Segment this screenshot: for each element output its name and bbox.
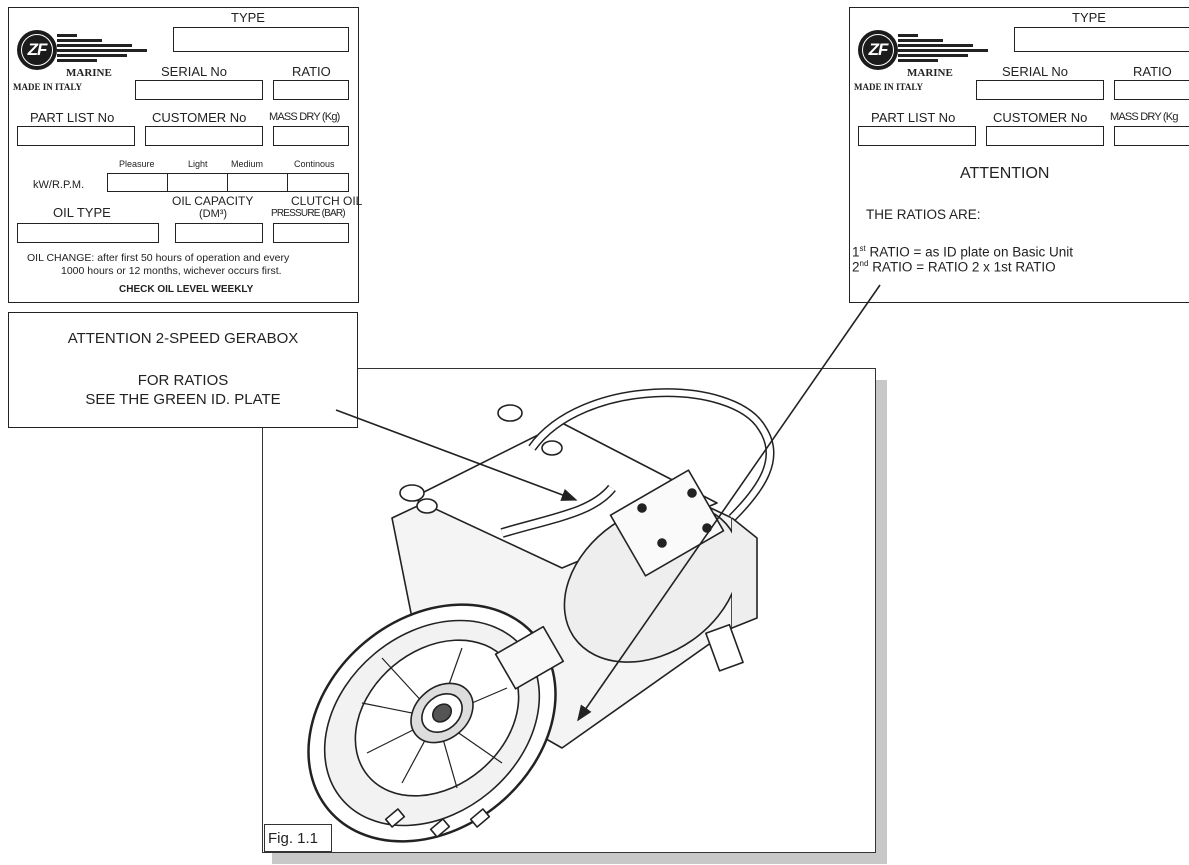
part-list-field-right xyxy=(858,126,976,146)
attention-heading: ATTENTION xyxy=(960,165,1050,182)
oil-capacity-label: OIL CAPACITY xyxy=(172,194,254,208)
ratio2-sup: nd xyxy=(859,259,869,268)
ratio2-text: RATIO = RATIO 2 x 1st RATIO xyxy=(872,259,1056,275)
figure-shadow-right xyxy=(875,380,887,864)
plate-arrow xyxy=(577,284,881,722)
right-id-plate: ZF MARINE MADE IN ITALY TYPE SERIAL No R… xyxy=(849,7,1189,303)
type-field xyxy=(173,27,349,52)
mass-label-right: MASS DRY (Kg xyxy=(1110,111,1178,123)
oil-capacity-unit: (DM³) xyxy=(199,208,228,220)
part-list-field xyxy=(17,126,135,146)
made-in-label-right: MADE IN ITALY xyxy=(854,82,924,92)
oil-capacity-field xyxy=(175,223,263,243)
serial-field-right xyxy=(976,80,1104,100)
check-oil-label: CHECK OIL LEVEL WEEKLY xyxy=(119,284,254,295)
customer-field-right xyxy=(986,126,1104,146)
ratio-label: RATIO xyxy=(292,64,331,79)
type-label: TYPE xyxy=(231,10,265,25)
logo-stripes-right xyxy=(898,34,988,64)
customer-label-right: CUSTOMER No xyxy=(993,110,1088,125)
duty-pleasure: Pleasure xyxy=(119,159,155,169)
ratio-field xyxy=(273,80,349,100)
callout-line3: SEE THE GREEN ID. PLATE xyxy=(85,391,281,408)
clutch-pressure-field xyxy=(273,223,349,243)
zf-logo-icon: ZF xyxy=(17,30,57,70)
callout-line1: ATTENTION 2-SPEED GERABOX xyxy=(67,330,299,347)
part-list-label: PART LIST No xyxy=(30,110,115,125)
clutch-pressure-label: PRESSURE (BAR) xyxy=(271,208,346,219)
duty-medium: Medium xyxy=(231,159,264,169)
gearbox-illustration xyxy=(307,388,775,843)
mass-label: MASS DRY (Kg) xyxy=(269,111,340,123)
customer-label: CUSTOMER No xyxy=(152,110,247,125)
oil-type-label: OIL TYPE xyxy=(53,205,111,220)
zf-logo-icon-right: ZF xyxy=(858,30,898,70)
kw-field-continous xyxy=(287,173,349,192)
serial-label: SERIAL No xyxy=(161,64,227,79)
left-id-plate: ZF MARINE MADE IN ITALY TYPE SERIAL No R… xyxy=(8,7,363,303)
brand-label: MARINE xyxy=(66,67,112,79)
callout-arrow xyxy=(335,409,578,501)
oil-type-field xyxy=(17,223,159,243)
oil-change-line2: 1000 hours or 12 months, wichever occurs… xyxy=(61,265,282,277)
duty-continous: Continous xyxy=(294,159,335,169)
mass-field xyxy=(273,126,349,146)
mass-field-right xyxy=(1114,126,1189,146)
type-field-right xyxy=(1014,27,1189,52)
kw-rpm-label: kW/R.P.M. xyxy=(33,179,85,191)
type-label-right: TYPE xyxy=(1072,10,1106,25)
ratio1-text: RATIO = as ID plate on Basic Unit xyxy=(869,244,1073,260)
ratio1-line: 1st RATIO = as ID plate on Basic Unit xyxy=(852,245,1073,259)
brand-label-right: MARINE xyxy=(907,67,953,79)
ratio-field-right xyxy=(1114,80,1189,100)
figure-caption: Fig. 1.1 xyxy=(264,824,332,852)
duty-light: Light xyxy=(188,159,208,169)
customer-field xyxy=(145,126,263,146)
clutch-oil-label: CLUTCH OIL xyxy=(291,194,363,208)
ratio2-num: 2 xyxy=(852,259,860,275)
attention-callout: ATTENTION 2-SPEED GERABOX FOR RATIOS SEE… xyxy=(8,312,358,428)
ratio1-sup: st xyxy=(859,244,866,253)
figure-shadow-bottom xyxy=(272,852,887,864)
made-in-label: MADE IN ITALY xyxy=(13,82,83,92)
ratio-label-right: RATIO xyxy=(1133,64,1172,79)
valve-block xyxy=(609,469,725,577)
oil-change-line1: OIL CHANGE: after first 50 hours of oper… xyxy=(27,252,290,264)
ratios-are-label: THE RATIOS ARE: xyxy=(866,207,981,222)
serial-field xyxy=(135,80,263,100)
serial-label-right: SERIAL No xyxy=(1002,64,1068,79)
logo-stripes xyxy=(57,34,147,64)
ratio2-line: 2nd RATIO = RATIO 2 x 1st RATIO xyxy=(852,260,1056,274)
part-list-label-right: PART LIST No xyxy=(871,110,956,125)
callout-line2: FOR RATIOS xyxy=(137,372,229,389)
side-actuator xyxy=(494,625,565,690)
ratio1-num: 1 xyxy=(852,244,860,260)
